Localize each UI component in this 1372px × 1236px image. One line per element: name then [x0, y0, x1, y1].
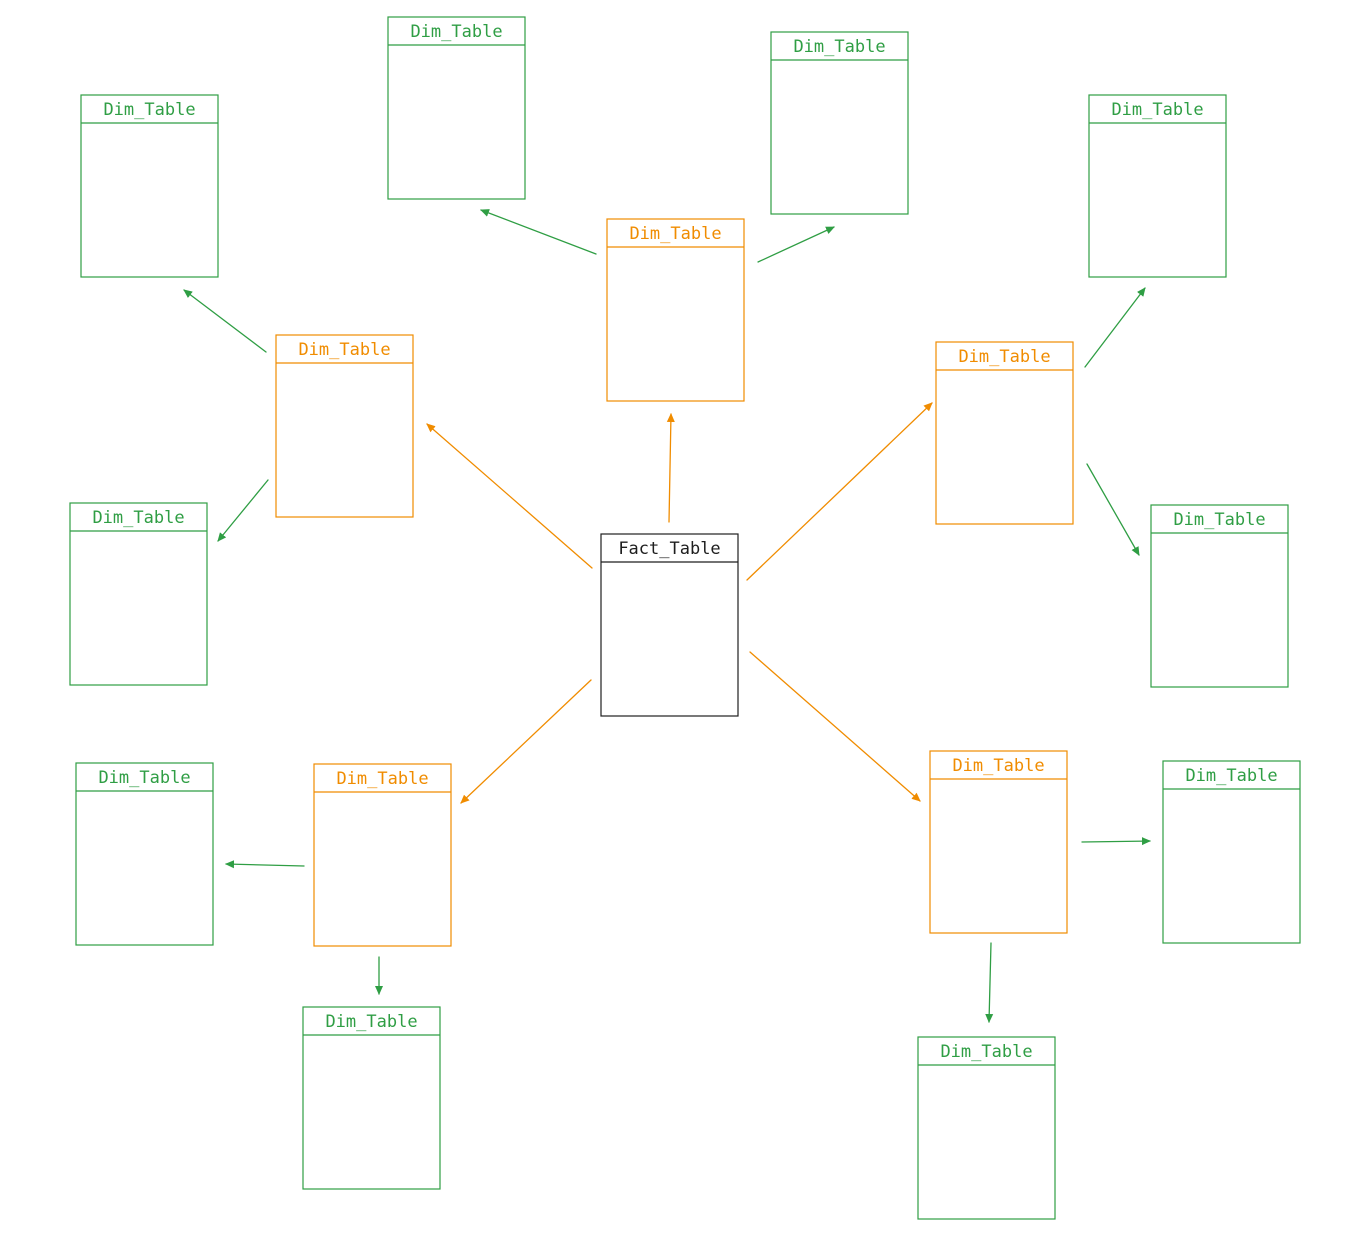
table-title: Dim_Table	[1173, 510, 1265, 530]
arrow-fact-to-d-left	[426, 423, 593, 569]
table-box	[770, 31, 909, 215]
arrow-fact-to-d-botleft	[460, 679, 592, 804]
table-box	[1088, 94, 1227, 278]
arrow-d-top-to-g-top2	[757, 226, 835, 263]
dim-table-d-top[interactable]: Dim_Table	[606, 218, 745, 402]
dim-table-g-left1[interactable]: Dim_Table	[80, 94, 219, 278]
table-box	[929, 750, 1068, 934]
arrow-d-right-to-g-right1	[1084, 287, 1146, 368]
table-title: Dim_Table	[958, 347, 1050, 367]
table-title: Dim_Table	[629, 224, 721, 244]
table-box	[606, 218, 745, 402]
dim-table-d-botleft[interactable]: Dim_Table	[313, 763, 452, 947]
table-title: Dim_Table	[336, 769, 428, 789]
table-box	[275, 334, 414, 518]
arrow-fact-to-d-right	[746, 402, 933, 581]
table-box	[313, 763, 452, 947]
dim-table-g-top1[interactable]: Dim_Table	[387, 16, 526, 200]
arrow-fact-to-d-top	[666, 413, 675, 523]
arrow-d-botleft-to-g-bl1	[225, 860, 305, 869]
table-title: Dim_Table	[1111, 100, 1203, 120]
arrow-d-top-to-g-top1	[480, 209, 597, 255]
dim-table-g-br2[interactable]: Dim_Table	[917, 1036, 1056, 1220]
dim-table-d-left[interactable]: Dim_Table	[275, 334, 414, 518]
table-title: Dim_Table	[952, 756, 1044, 776]
table-title: Dim_Table	[1185, 766, 1277, 786]
dim-table-g-left2[interactable]: Dim_Table	[69, 502, 208, 686]
arrow-d-botright-to-g-br1	[1081, 837, 1151, 846]
table-title: Dim_Table	[298, 340, 390, 360]
arrow-d-left-to-g-left2	[217, 479, 269, 542]
table-box	[1162, 760, 1301, 944]
table-box	[75, 762, 214, 946]
table-box	[917, 1036, 1056, 1220]
fact-table[interactable]: Fact_Table	[600, 533, 739, 717]
table-box	[1150, 504, 1289, 688]
arrow-d-right-to-g-right2	[1086, 463, 1140, 556]
table-title: Dim_Table	[410, 22, 502, 42]
table-title: Dim_Table	[793, 37, 885, 57]
dim-table-g-bl1[interactable]: Dim_Table	[75, 762, 214, 946]
dim-table-g-top2[interactable]: Dim_Table	[770, 31, 909, 215]
table-title: Dim_Table	[103, 100, 195, 120]
table-title: Dim_Table	[92, 508, 184, 528]
dim-table-d-botright[interactable]: Dim_Table	[929, 750, 1068, 934]
arrow-d-left-to-g-left1	[183, 289, 267, 353]
table-box	[600, 533, 739, 717]
arrow-d-botright-to-g-br2	[985, 942, 994, 1023]
table-box	[387, 16, 526, 200]
table-box	[935, 341, 1074, 525]
dim-table-g-right1[interactable]: Dim_Table	[1088, 94, 1227, 278]
dim-table-g-br1[interactable]: Dim_Table	[1162, 760, 1301, 944]
arrow-fact-to-d-botright	[749, 651, 921, 802]
dim-table-g-right2[interactable]: Dim_Table	[1150, 504, 1289, 688]
table-box	[69, 502, 208, 686]
dim-table-d-right[interactable]: Dim_Table	[935, 341, 1074, 525]
table-box	[80, 94, 219, 278]
table-title: Dim_Table	[325, 1012, 417, 1032]
table-title: Dim_Table	[940, 1042, 1032, 1062]
table-box	[302, 1006, 441, 1190]
dim-table-g-bl2[interactable]: Dim_Table	[302, 1006, 441, 1190]
table-title: Fact_Table	[618, 539, 720, 559]
table-title: Dim_Table	[98, 768, 190, 788]
